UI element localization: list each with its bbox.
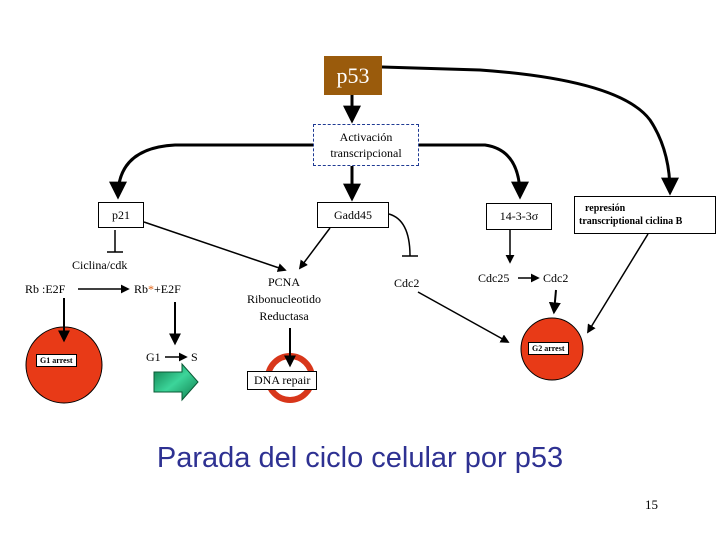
cell-cycle-arrow [153, 362, 199, 402]
gadd45-label: Gadd45 [334, 207, 372, 222]
arrow-cdc2right-g2arrest [548, 289, 561, 315]
g2-arrest-label: G2 arrest [528, 342, 569, 355]
sigma-label: 14-3-3σ [499, 209, 539, 223]
pcna-line1: PCNA [267, 275, 300, 289]
g1-arrest-label: G1 arrest [36, 354, 77, 367]
g1-label: G1 [146, 350, 161, 364]
dna-repair-label: DNA repair [247, 371, 318, 390]
s-label: S [191, 350, 198, 364]
arrow-activacion-p21 [109, 143, 313, 200]
rb-star-e2f-label: Rb*+E2F [134, 282, 181, 297]
arrow-p53-represion [381, 65, 679, 196]
inhibit-gadd45-cdc2 [388, 213, 411, 257]
p21-label: p21 [112, 207, 130, 222]
activacion-line1: Activación [339, 130, 393, 144]
p53-node: p53 [324, 56, 382, 95]
pcna-line2: Ribonucleotido [247, 292, 321, 306]
pcna-line3: Reductasa [259, 309, 309, 323]
cdc25-label: Cdc25 [478, 271, 510, 285]
page-number: 15 [645, 497, 658, 512]
arrow-gadd45-pcna [298, 227, 331, 270]
sigma-box: 14-3-3σ [486, 203, 552, 230]
pcna-label-group: PCNA Ribonucleotido Reductasa [238, 274, 330, 325]
p53-label: p53 [336, 62, 370, 88]
cdc2-right-label: Cdc2 [543, 271, 569, 285]
plus-e2f-text: +E2F [154, 282, 181, 296]
rb-e2f-label: Rb :E2F [25, 282, 66, 296]
represion-line1: represión [585, 203, 626, 214]
p21-box: p21 [98, 202, 144, 228]
arrow-cdc2-g2arrest [417, 291, 510, 343]
arrow-represion-g2arrest [587, 233, 649, 334]
arrow-activacion-sigma [419, 143, 529, 200]
represion-box: represión transcriptional ciclina B [574, 196, 716, 234]
activacion-transcripcional-box: Activación transcripcional [313, 124, 419, 166]
gadd45-box: Gadd45 [317, 202, 389, 228]
rb-text: Rb [134, 282, 149, 296]
cdc2-left-label: Cdc2 [394, 276, 420, 290]
ciclina-cdk-label: Ciclina/cdk [72, 258, 128, 272]
arrow-p21-pcna [143, 221, 287, 272]
page-title: Parada del ciclo celular por p53 [156, 442, 564, 474]
represion-line2: transcriptional ciclina B [579, 216, 683, 227]
activacion-line2: transcripcional [330, 146, 402, 160]
phospho-star: * [148, 282, 155, 296]
